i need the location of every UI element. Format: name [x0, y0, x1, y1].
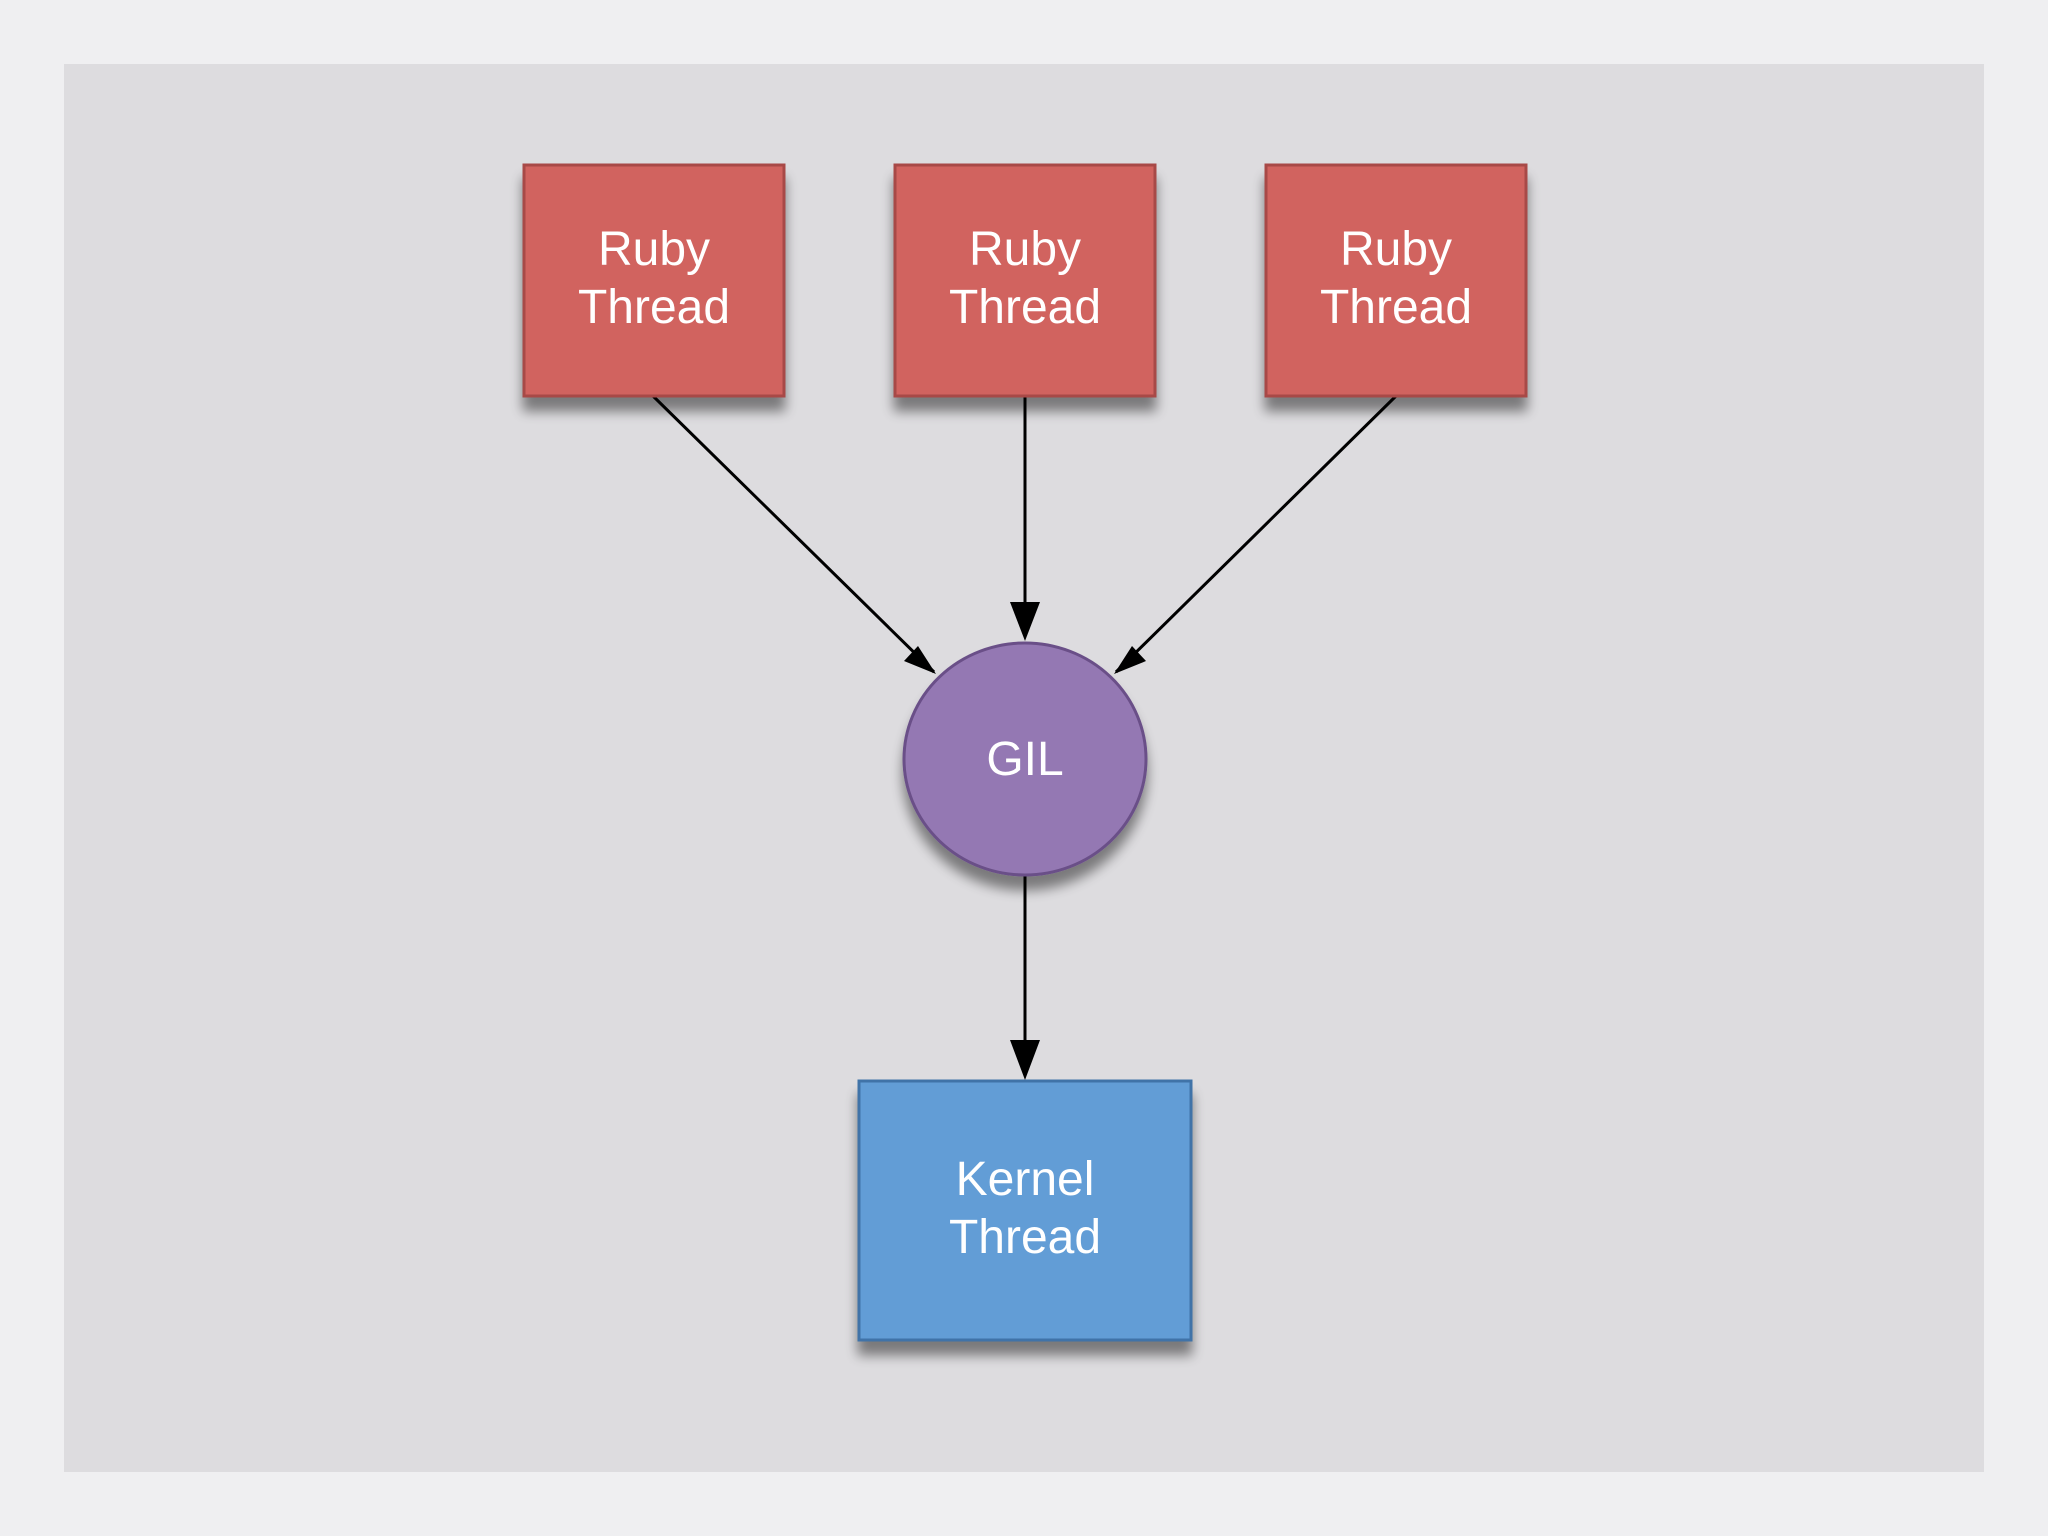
arrow-thread1-to-gil: [651, 394, 936, 674]
kernel-thread-line1: Kernel: [956, 1153, 1095, 1206]
arrowhead-thread1: [904, 646, 936, 674]
arrowhead-thread2: [1010, 602, 1040, 641]
ruby-thread-box-3: [1264, 163, 1528, 398]
ruby-thread-node-2: Ruby Thread: [893, 163, 1157, 398]
gil-node: GIL: [902, 641, 1148, 877]
ruby-thread-2-line1: Ruby: [969, 223, 1081, 276]
gil-circle: [902, 641, 1148, 877]
ruby-thread-box-1: [522, 163, 786, 398]
gil-label: GIL: [986, 733, 1063, 786]
ruby-thread-node-3: Ruby Thread: [1264, 163, 1528, 398]
arrowhead-kernel: [1010, 1040, 1040, 1080]
kernel-thread-box: [857, 1079, 1193, 1342]
arrow-thread3-to-gil: [1114, 394, 1398, 674]
arrowhead-thread3: [1114, 646, 1146, 674]
ruby-thread-3-line2: Thread: [1320, 281, 1472, 334]
arrows: [651, 394, 1398, 1080]
ruby-thread-node-1: Ruby Thread: [522, 163, 786, 398]
kernel-thread-line2: Thread: [949, 1211, 1101, 1264]
kernel-thread-node: Kernel Thread: [857, 1079, 1193, 1342]
ruby-thread-1-line2: Thread: [578, 281, 730, 334]
ruby-thread-box-2: [893, 163, 1157, 398]
ruby-thread-1-line1: Ruby: [598, 223, 710, 276]
ruby-thread-3-line1: Ruby: [1340, 223, 1452, 276]
ruby-thread-2-line2: Thread: [949, 281, 1101, 334]
